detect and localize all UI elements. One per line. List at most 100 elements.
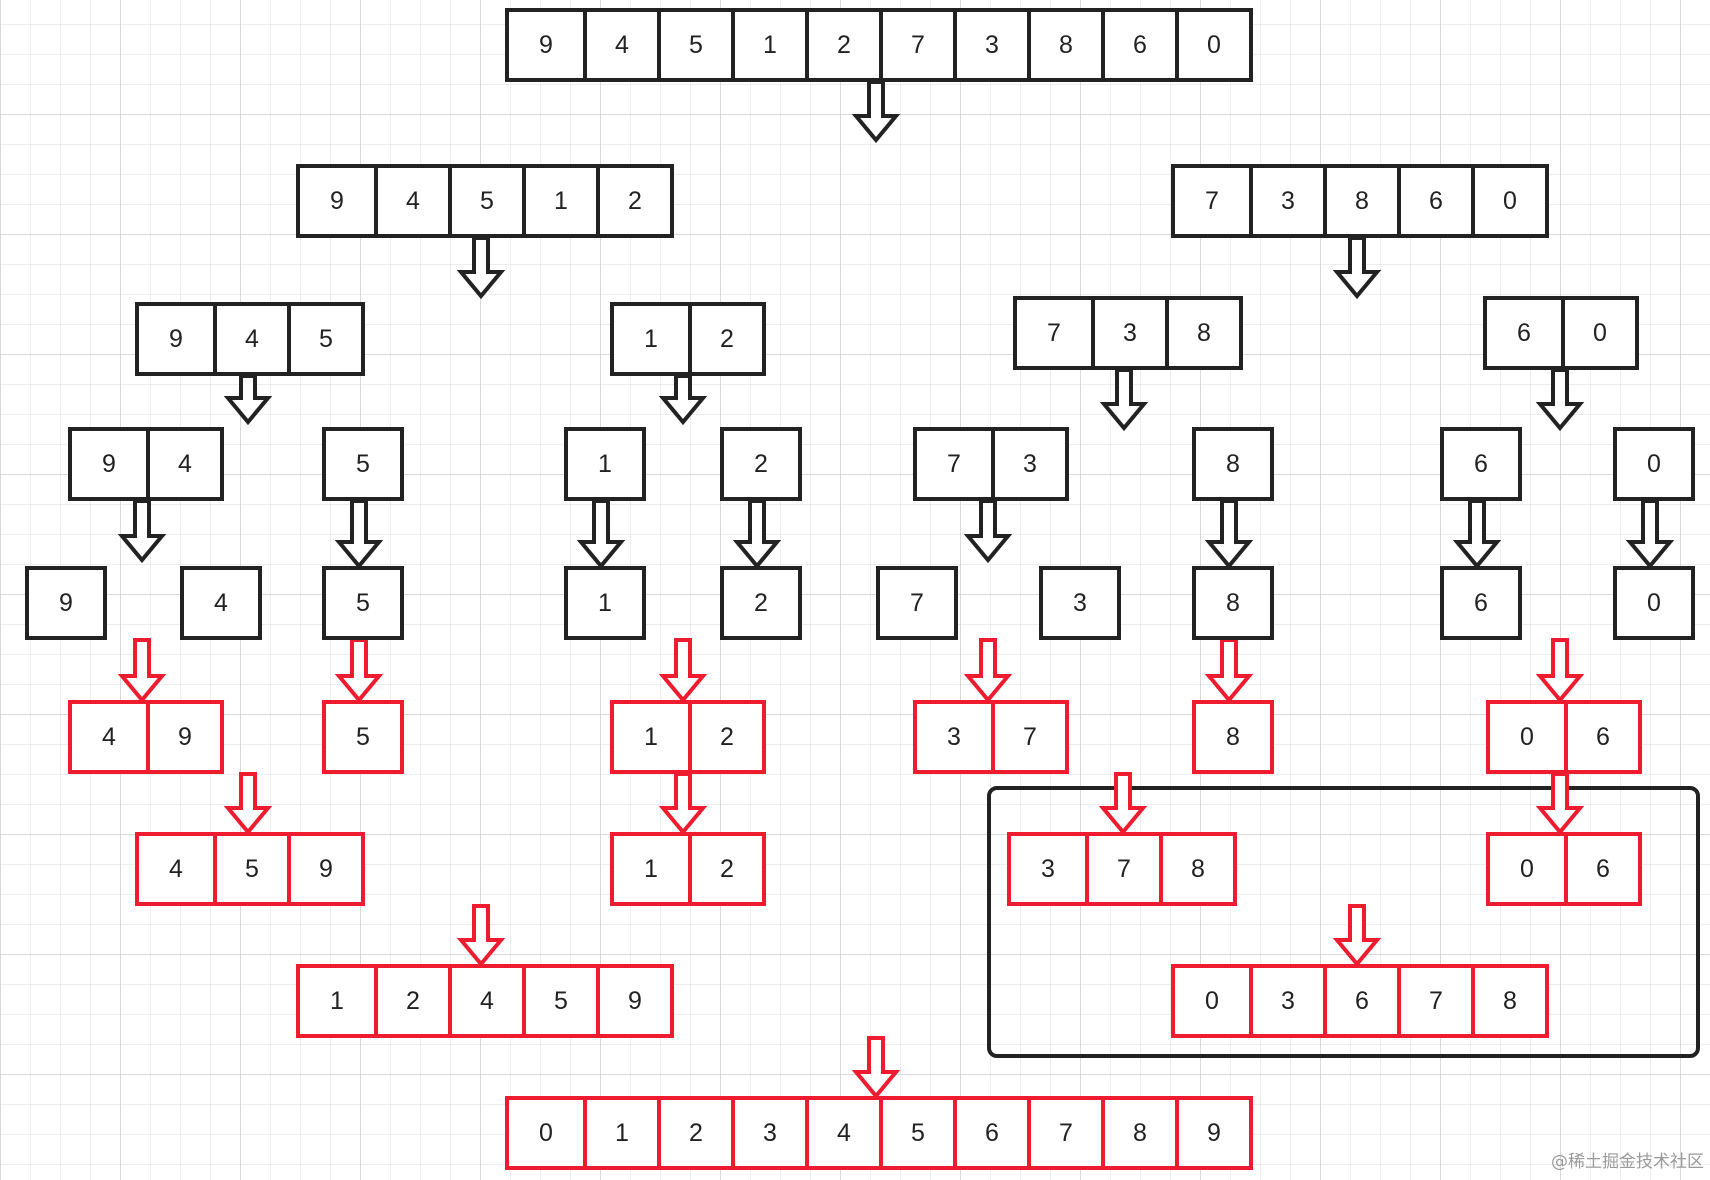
split-array-s4b: 4 <box>180 566 262 640</box>
merge-arrow-icon <box>658 638 708 704</box>
array-cell: 2 <box>596 168 670 234</box>
array-cell: 4 <box>184 570 258 636</box>
split-array-s4c: 5 <box>322 566 404 640</box>
arrow-shape <box>1332 904 1382 968</box>
arrow-shape <box>1535 368 1585 432</box>
array-cell: 2 <box>805 12 879 78</box>
array-cell: 7 <box>1017 300 1091 366</box>
split-array-s4h: 8 <box>1192 566 1274 640</box>
array-cell: 3 <box>1249 168 1323 234</box>
array-cell: 0 <box>1617 570 1691 636</box>
array-cell: 6 <box>1564 836 1638 902</box>
arrow-shape <box>1452 499 1502 570</box>
merge-arrow-icon <box>963 638 1013 704</box>
array-cell: 4 <box>583 12 657 78</box>
array-cell: 9 <box>29 570 103 636</box>
array-cell: 9 <box>287 836 361 902</box>
arrow-shape <box>1535 772 1585 836</box>
array-cell: 8 <box>1196 431 1270 497</box>
array-cell: 5 <box>213 836 287 902</box>
arrow-shape <box>223 772 273 836</box>
array-cell: 2 <box>688 704 762 770</box>
arrow-shape <box>658 638 708 704</box>
array-cell: 4 <box>139 836 213 902</box>
array-cell: 4 <box>213 306 287 372</box>
array-cell: 0 <box>1175 12 1249 78</box>
split-array-s3f: 8 <box>1192 427 1274 501</box>
array-cell: 0 <box>1471 168 1545 234</box>
array-cell: 2 <box>374 968 448 1034</box>
merge-arrow-icon <box>658 772 708 836</box>
array-cell: 9 <box>1175 1100 1249 1166</box>
array-cell: 2 <box>724 570 798 636</box>
arrow-shape <box>1332 236 1382 300</box>
split-arrow-icon <box>1452 499 1502 570</box>
array-cell: 4 <box>146 431 220 497</box>
array-cell: 0 <box>1490 836 1564 902</box>
array-cell: 2 <box>688 836 762 902</box>
merge-arrow-icon <box>456 904 506 968</box>
split-array-s3d: 2 <box>720 427 802 501</box>
split-arrow-icon <box>1535 368 1585 432</box>
arrow-shape <box>1098 772 1148 836</box>
array-cell: 3 <box>991 431 1065 497</box>
split-arrow-icon <box>963 499 1013 564</box>
split-array-s4g: 3 <box>1039 566 1121 640</box>
arrow-shape <box>334 499 384 570</box>
split-arrow-icon <box>456 236 506 300</box>
arrow-shape <box>117 499 167 564</box>
split-arrow-icon <box>117 499 167 564</box>
array-cell: 1 <box>300 968 374 1034</box>
merge-arrow-icon <box>334 638 384 704</box>
split-arrow-icon <box>223 374 273 426</box>
split-arrow-icon <box>851 80 901 144</box>
merge-arrow-icon <box>223 772 273 836</box>
array-cell: 9 <box>596 968 670 1034</box>
array-cell: 8 <box>1196 704 1270 770</box>
array-cell: 8 <box>1101 1100 1175 1166</box>
merge-array-m1e: 8 <box>1192 700 1274 774</box>
arrow-shape <box>1099 368 1149 432</box>
split-arrow-icon <box>1332 236 1382 300</box>
array-cell: 0 <box>1617 431 1691 497</box>
array-cell: 0 <box>1175 968 1249 1034</box>
array-cell: 5 <box>326 704 400 770</box>
arrow-shape <box>963 499 1013 564</box>
array-cell: 6 <box>953 1100 1027 1166</box>
array-cell: 5 <box>657 12 731 78</box>
arrow-shape <box>658 374 708 426</box>
array-cell: 9 <box>139 306 213 372</box>
array-cell: 5 <box>879 1100 953 1166</box>
array-cell: 2 <box>688 306 762 372</box>
array-cell: 5 <box>326 570 400 636</box>
array-cell: 4 <box>805 1100 879 1166</box>
array-cell: 3 <box>917 704 991 770</box>
watermark: @稀土掘金技术社区 <box>1551 1152 1704 1172</box>
arrow-shape <box>851 80 901 144</box>
split-array-s3c: 1 <box>564 427 646 501</box>
array-cell: 4 <box>448 968 522 1034</box>
array-cell: 7 <box>1175 168 1249 234</box>
merge-arrow-icon <box>117 638 167 704</box>
merge-array-m1b: 5 <box>322 700 404 774</box>
array-cell: 7 <box>1397 968 1471 1034</box>
array-cell: 9 <box>146 704 220 770</box>
arrow-shape <box>456 904 506 968</box>
array-cell: 6 <box>1323 968 1397 1034</box>
array-cell: 7 <box>879 12 953 78</box>
array-cell: 1 <box>614 704 688 770</box>
highlight-group-box <box>987 786 1700 1058</box>
array-cell: 1 <box>522 168 596 234</box>
merge-arrow-icon <box>1535 772 1585 836</box>
arrow-shape <box>963 638 1013 704</box>
